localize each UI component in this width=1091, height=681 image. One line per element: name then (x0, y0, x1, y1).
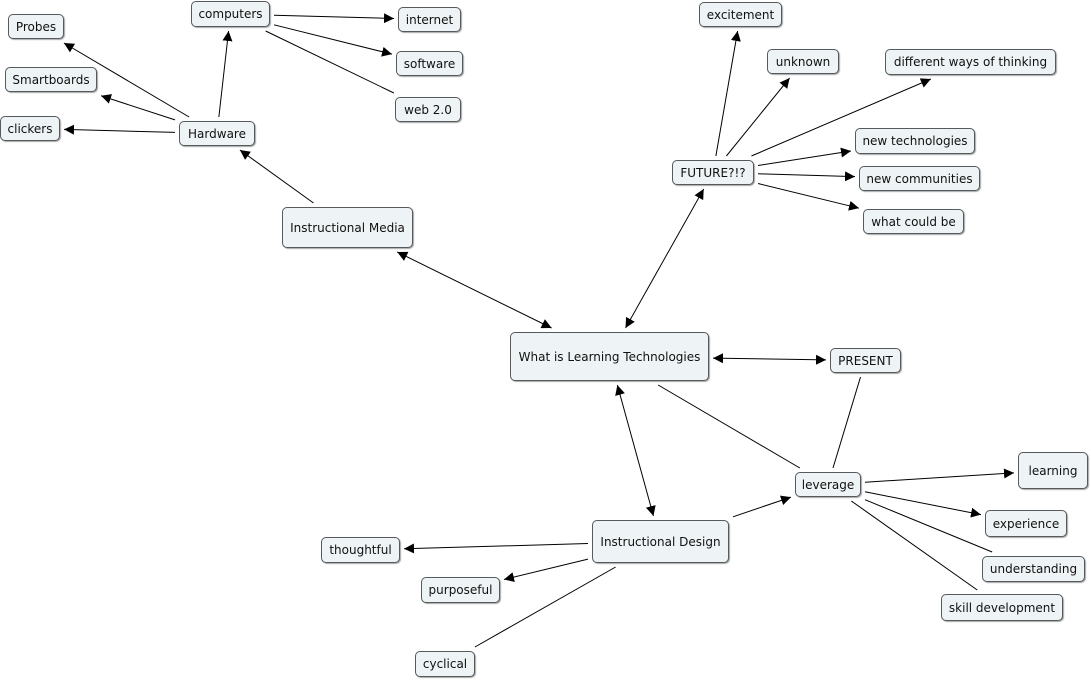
concept-internet[interactable]: internet (398, 7, 461, 32)
link-instructional-design-to-cyclical (474, 566, 616, 648)
link-computers-to-internet (273, 13, 395, 24)
link-main-to-future (625, 188, 705, 329)
concept-new-technologies[interactable]: new technologies (855, 128, 975, 154)
link-instructional-media-to-hardware (239, 149, 314, 204)
concept-different-ways-of-thinking[interactable]: different ways of thinking (885, 49, 1056, 75)
link-leverage-to-understanding (864, 499, 993, 553)
link-main-to-present (712, 353, 827, 365)
link-leverage-to-learning (864, 468, 1015, 483)
concept-unknown[interactable]: unknown (767, 49, 839, 74)
link-main-to-leverage (657, 384, 801, 469)
concept-clickers[interactable]: clickers (0, 116, 60, 141)
link-future-to-different-ways (751, 78, 932, 157)
concept-excitement[interactable]: excitement (699, 2, 782, 27)
concept-smartboards[interactable]: Smartboards (5, 67, 97, 92)
concept-what-is-learning-technologies[interactable]: What is Learning Technologies (510, 332, 709, 381)
concept-cyclical[interactable]: cyclical (415, 651, 475, 677)
link-hardware-to-computers (218, 30, 233, 118)
concept-leverage[interactable]: leverage (795, 472, 861, 497)
concept-new-communities[interactable]: new communities (859, 166, 980, 191)
link-future-to-unknown (725, 77, 791, 157)
link-present-to-leverage (832, 376, 861, 469)
concept-instructional-media[interactable]: Instructional Media (282, 207, 413, 248)
concept-thoughtful[interactable]: thoughtful (321, 537, 400, 563)
link-computers-to-software (273, 24, 393, 57)
concept-understanding[interactable]: understanding (982, 556, 1085, 582)
concept-computers[interactable]: computers (191, 1, 270, 27)
concept-present[interactable]: PRESENT (830, 348, 901, 373)
concept-skill-development[interactable]: skill development (941, 594, 1063, 621)
link-hardware-to-probes (63, 42, 190, 118)
concept-software[interactable]: software (396, 51, 463, 76)
concept-experience[interactable]: experience (985, 510, 1067, 537)
concept-probes[interactable]: Probes (8, 14, 64, 39)
link-future-to-new-technologies (757, 147, 852, 166)
link-instructional-design-to-leverage (732, 495, 792, 518)
concept-web-2-0[interactable]: web 2.0 (395, 97, 461, 122)
link-main-to-instructional-media (397, 251, 552, 329)
link-future-to-excitement (715, 30, 741, 157)
link-main-to-instructional-design (615, 384, 656, 517)
link-computers-to-web2 (265, 30, 395, 94)
link-hardware-to-clickers (63, 124, 176, 135)
link-instructional-design-to-thoughtful (403, 543, 589, 554)
concept-future[interactable]: FUTURE?!? (672, 160, 754, 185)
link-instructional-design-to-purposeful (503, 558, 589, 582)
link-future-to-what-could-be (757, 183, 860, 211)
concept-instructional-design[interactable]: Instructional Design (592, 520, 729, 563)
concept-hardware[interactable]: Hardware (179, 121, 255, 146)
concept-purposeful[interactable]: purposeful (421, 577, 500, 603)
link-leverage-to-skill-development (851, 500, 978, 591)
link-future-to-new-communities (757, 171, 856, 182)
link-leverage-to-experience (864, 491, 982, 518)
link-hardware-to-smartboards (100, 94, 176, 121)
concept-what-could-be[interactable]: what could be (863, 209, 964, 234)
concept-learning[interactable]: learning (1018, 452, 1088, 489)
